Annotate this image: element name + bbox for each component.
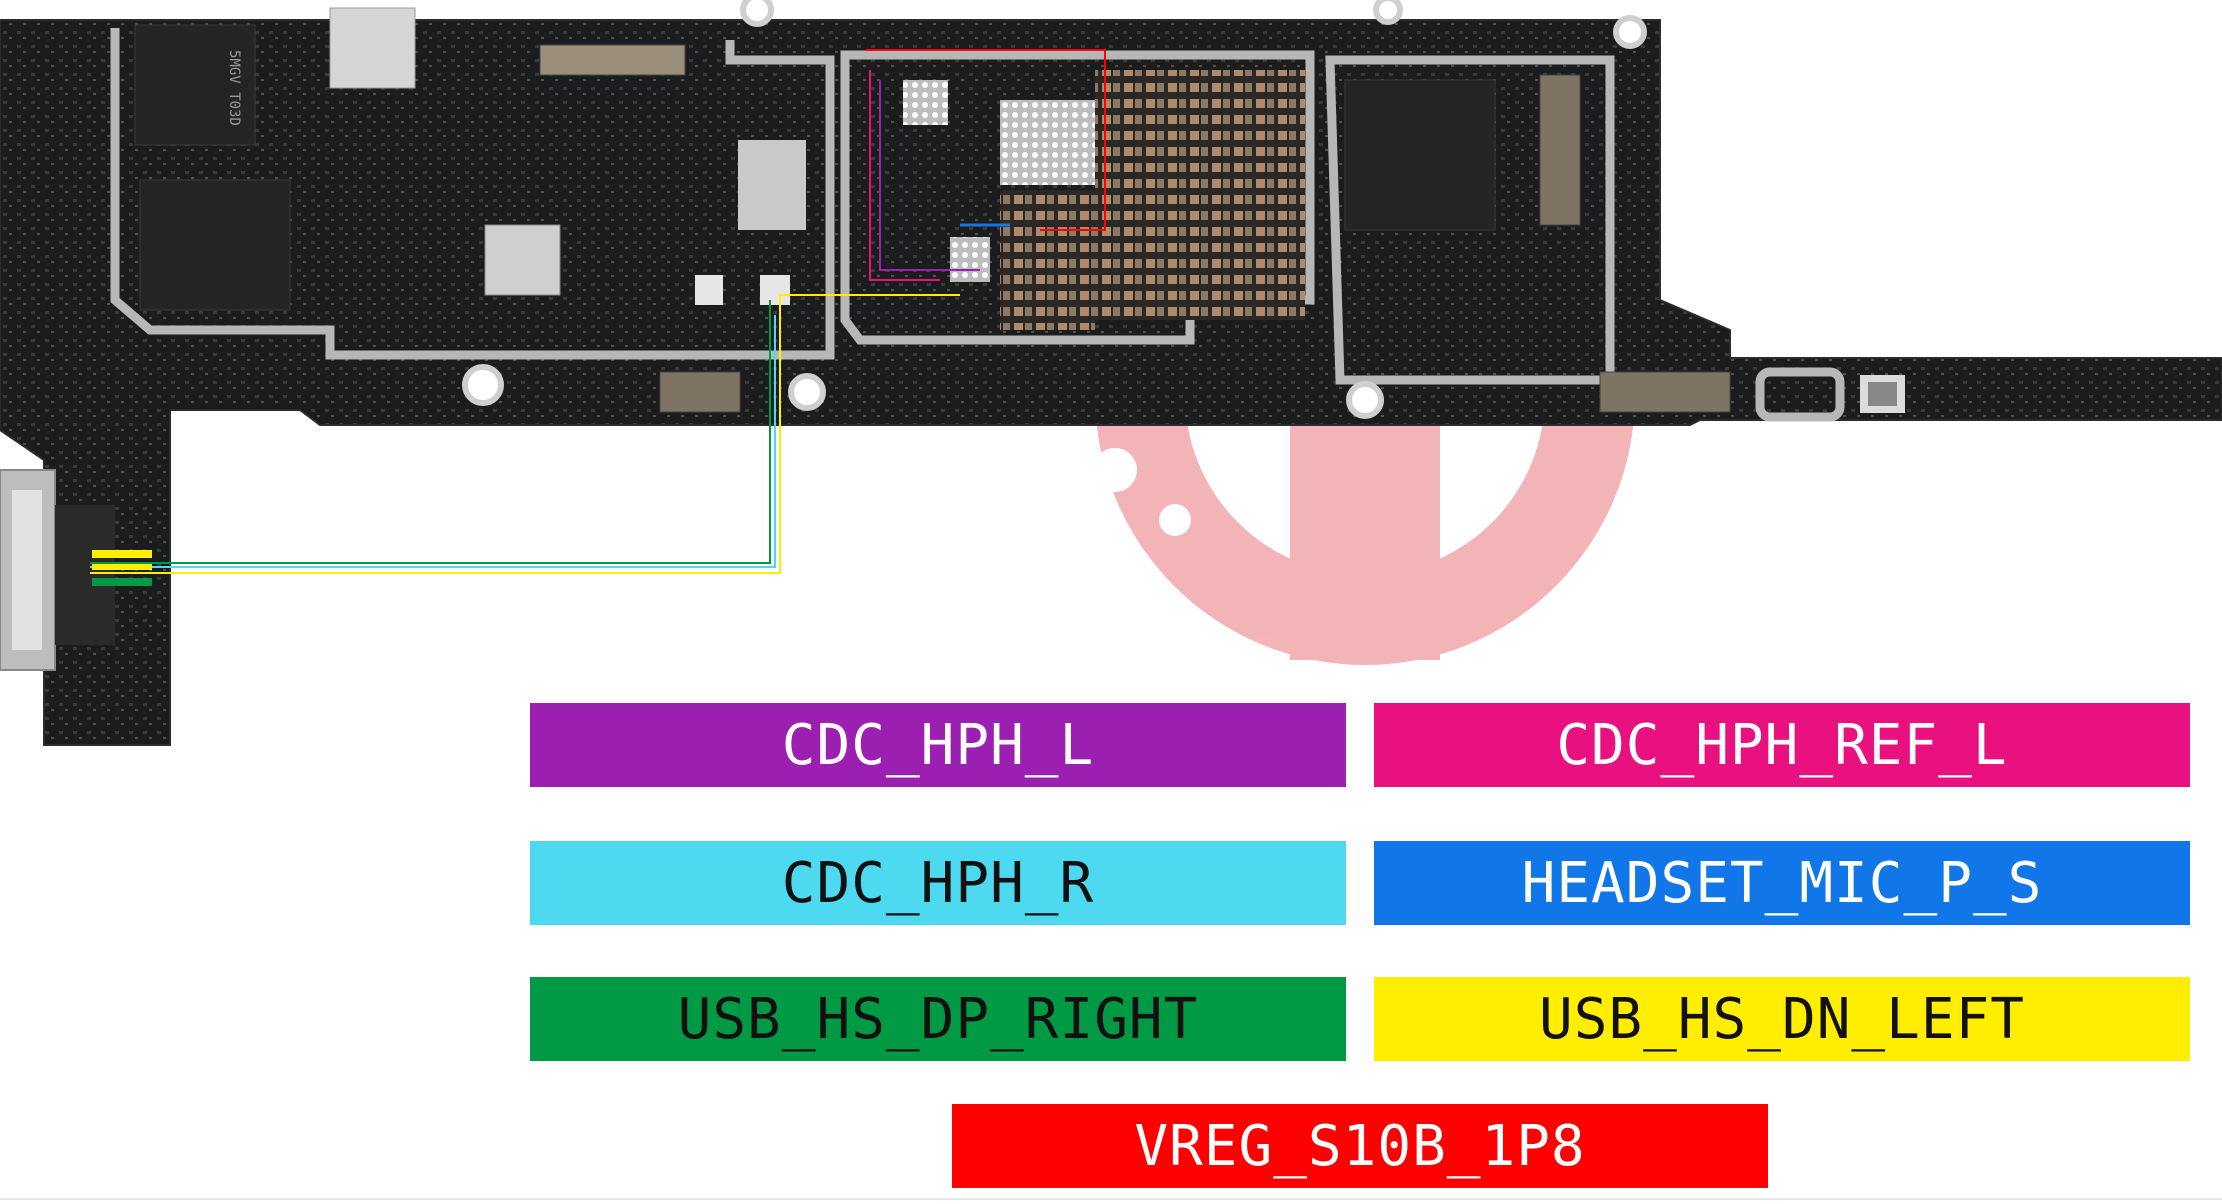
chip-vivo: [1344, 79, 1496, 231]
signal-traces: [90, 49, 1106, 586]
legend-cdc-hph-ref-l: CDC_HPH_REF_L: [1374, 703, 2190, 787]
chip-ram-top: 5MGV T03D: [134, 24, 256, 146]
svg-text:5MGV T03D: 5MGV T03D: [226, 50, 242, 126]
chip-small-square: [695, 140, 806, 305]
chip-power-ic: [329, 7, 416, 89]
legend-vreg-s10b-1p8: VREG_S10B_1P8: [952, 1104, 1768, 1188]
bottom-divider: [0, 1198, 2222, 1200]
chip-ram-mid: [139, 179, 291, 311]
pcb-outline: [0, 19, 2222, 746]
legend-cdc-hph-l: CDC_HPH_L: [530, 703, 1346, 787]
legend-headset-mic-p-s: HEADSET_MIC_P_S: [1374, 841, 2190, 925]
usb-c-port: [0, 469, 115, 671]
chip-caps-field: [1000, 70, 1305, 330]
legend-usb-hs-dn-left: USB_HS_DN_LEFT: [1374, 977, 2190, 1061]
mounting-holes: [462, 0, 1647, 419]
barcode-qr: [1860, 375, 1905, 413]
connector-top: [539, 44, 1731, 413]
chip-bga-soc: [903, 80, 1095, 282]
chip-qualcomm: [484, 224, 561, 296]
legend-usb-hs-dp-right: USB_HS_DP_RIGHT: [530, 977, 1346, 1061]
legend-cdc-hph-r: CDC_HPH_R: [530, 841, 1346, 925]
